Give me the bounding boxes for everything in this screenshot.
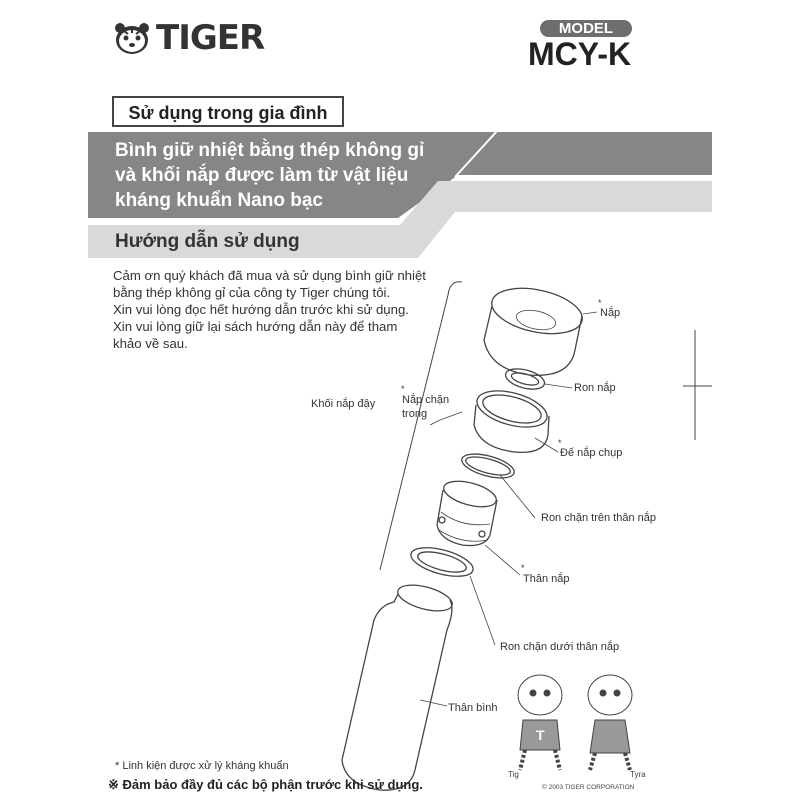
antibacterial-mark: * — [401, 384, 405, 394]
banner-line: kháng khuẩn Nano bạc — [115, 190, 323, 211]
copyright: © 2003 TIGER CORPORATION — [542, 784, 635, 791]
banner-title: Bình giữ nhiệt bằng thép không gỉ và khố… — [115, 138, 424, 213]
intro-line: Cảm ơn quý khách đã mua và sử dụng bình … — [113, 268, 426, 283]
intro-line: bằng thép không gỉ của công ty Tiger chú… — [113, 285, 391, 300]
antibacterial-mark: * — [521, 563, 525, 573]
assembly-bracket — [379, 281, 463, 571]
label-cap-base: Đế nắp chụp — [560, 447, 623, 459]
logo-text: TIGER — [156, 18, 265, 58]
guide-title: Hướng dẫn sử dụng — [115, 231, 300, 252]
ensure-parts-note: ※ Đảm bảo đầy đủ các bộ phận trước khi s… — [108, 777, 423, 792]
svg-text:T: T — [536, 727, 545, 743]
lower-gasket-part — [410, 547, 474, 577]
tiger-head-icon — [115, 23, 149, 54]
lid-part — [483, 287, 583, 376]
cap-base-part — [473, 390, 550, 454]
character-name-tig: Tig — [508, 770, 519, 779]
label-upper-gasket: Ron chặn trên thân nắp — [541, 512, 656, 524]
character-name-tyra: Tyra — [630, 770, 646, 779]
antibacterial-mark: * — [558, 438, 562, 448]
tiger-mascots-illustration: T — [517, 674, 633, 771]
banner-line: Bình giữ nhiệt bằng thép không gỉ — [115, 140, 425, 161]
label-lid-assembly: Khối nắp đậy — [311, 398, 376, 410]
banner-line: và khối nắp được làm từ vật liệu — [115, 165, 409, 186]
intro-line: khảo về sau. — [113, 336, 188, 351]
bottle-body-part — [341, 584, 453, 791]
lid-gasket-part — [504, 368, 546, 390]
tiger-logo: TIGER — [112, 18, 265, 58]
tyra-character — [587, 674, 633, 771]
lid-body-part — [436, 480, 498, 547]
label-inner-stopper: Nắp chặn — [402, 394, 450, 406]
label-lid-body: Thân nắp — [523, 573, 570, 585]
antibacterial-mark: * — [598, 298, 602, 308]
label-inner-stopper-2: trong — [402, 408, 428, 420]
intro-line: Xin vui lòng đọc hết hướng dẫn trước khi… — [113, 302, 409, 317]
label-lid-gasket: Ron nắp — [574, 382, 616, 394]
label-lid: Nắp — [600, 307, 621, 319]
tig-character: T — [517, 674, 563, 771]
antibacterial-note: * Linh kiện được xử lý kháng khuẩn — [115, 760, 289, 772]
label-bottle-body: Thân bình — [448, 702, 498, 714]
upper-gasket-part — [461, 453, 515, 479]
usage-box: Sử dụng trong gia đình — [112, 96, 344, 127]
model-code: MCY-K — [528, 36, 632, 72]
banner-shapes — [88, 129, 712, 258]
intro-line: Xin vui lòng giữ lại sách hướng dẫn này … — [113, 319, 398, 334]
label-lower-gasket: Ron chặn dưới thân nắp — [500, 641, 620, 653]
intro-text: Cảm ơn quý khách đã mua và sử dụng bình … — [113, 267, 426, 352]
model-label: MODEL — [540, 20, 632, 37]
